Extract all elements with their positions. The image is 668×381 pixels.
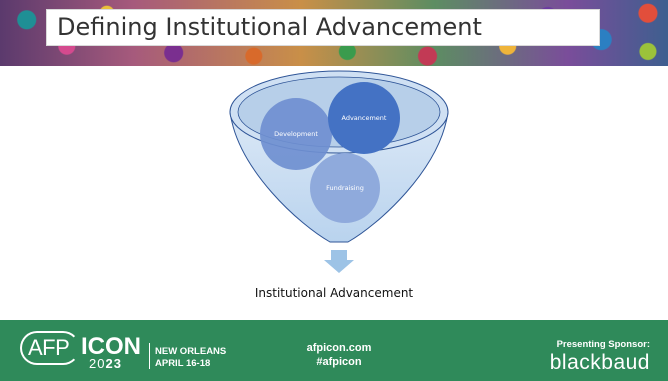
circle-label-fundraising: Fundraising (326, 184, 364, 192)
logo-afp-text: AFP (28, 335, 70, 360)
logo-icon-text: ICON (81, 333, 141, 360)
logo-year: 2023 (89, 356, 122, 371)
logo-divider (149, 343, 150, 369)
slide-title: Defining Institutional Advancement (57, 13, 482, 41)
logo-dates: APRIL 16-18 (155, 358, 211, 369)
result-label: Institutional Advancement (254, 286, 414, 300)
title-box: Defining Institutional Advancement (46, 9, 600, 46)
circle-label-advancement: Advancement (342, 114, 387, 122)
footer-bar (0, 320, 668, 381)
footer-links: afpicon.com #afpicon (284, 341, 394, 369)
circle-development (260, 98, 332, 170)
circle-advancement (328, 82, 400, 154)
sponsor-logo: blackbaud (549, 351, 650, 374)
down-arrow-icon (324, 250, 354, 273)
sponsor-label: Presenting Sponsor: (556, 339, 650, 350)
logo-year-suffix: 23 (105, 356, 122, 371)
logo-year-prefix: 20 (89, 356, 106, 371)
afp-logo-arc (20, 331, 80, 365)
circle-fundraising (310, 153, 380, 223)
logo-city: NEW ORLEANS (155, 346, 227, 357)
hashtag-text: #afpicon (316, 356, 362, 368)
website-link[interactable]: afpicon.com (306, 342, 372, 354)
circle-label-development: Development (274, 130, 318, 138)
